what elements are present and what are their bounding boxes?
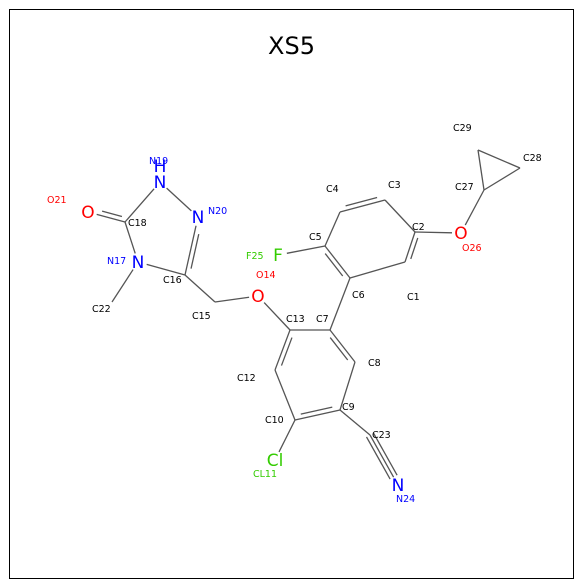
atom-label-C13: C13 [286, 314, 305, 325]
diagram-frame: XS5 [9, 9, 574, 579]
bond-C7-C8 [329, 329, 356, 363]
bond-C23-N24 [365, 432, 398, 480]
atom-label-O21: O21 [47, 195, 67, 206]
bond-C2-O26 [414, 231, 453, 234]
bond-C6-C1 [349, 261, 406, 279]
atom-label-C28: C28 [523, 153, 542, 164]
bond-C18-N17 [124, 221, 136, 254]
atom-symbol-N17: N [132, 253, 145, 273]
bond-C4-C5 [324, 211, 341, 247]
bond-C8-C9 [339, 361, 356, 411]
atom-label-C22: C22 [92, 304, 111, 315]
atom-label-C29: C29 [453, 123, 472, 134]
bond-C12-C13 [274, 329, 293, 371]
bond-N20-N19 [166, 187, 192, 212]
bond-C6-C7 [329, 277, 351, 331]
bond-O26-C27 [464, 189, 485, 226]
bond-C29-C27 [477, 149, 485, 191]
atom-symbol-N24: N [392, 476, 405, 496]
bond-C5-C6 [324, 245, 351, 279]
bond-C10-CL11 [278, 419, 296, 453]
atom-label-N17: N17 [107, 256, 126, 267]
atom-label-C1: C1 [407, 292, 420, 303]
atom-symbol-N20: N [192, 208, 205, 228]
bond-C18-O21 [96, 210, 126, 223]
atom-label-O14: O14 [256, 270, 276, 281]
atom-symbol-F25: F [273, 246, 283, 266]
atom-symbol-O21: O [81, 203, 94, 223]
bond-N17-C22 [111, 269, 134, 303]
bond-N17-C16 [146, 263, 186, 276]
bond-C9-C10 [294, 406, 341, 421]
atom-label-C10: C10 [265, 415, 284, 426]
atom-symbol-O26: O [454, 224, 467, 244]
bond-C27-C28 [483, 167, 521, 191]
molecule-title: XS5 [268, 32, 315, 60]
bond-C13-O14 [263, 302, 291, 331]
bond-C5-F25 [286, 245, 326, 254]
bond-C3-C4 [339, 196, 386, 213]
bond-C10-C12 [274, 369, 296, 421]
atom-label-C4: C4 [326, 184, 339, 195]
atom-label-C15: C15 [192, 311, 211, 322]
atom-label-C27: C27 [455, 182, 474, 193]
bond-C28-C29 [477, 149, 521, 169]
atom-label-C6: C6 [352, 290, 365, 301]
bond-C1-C2 [404, 231, 419, 263]
atom-label-C2: C2 [412, 222, 425, 233]
atom-label-C7: C7 [316, 314, 329, 325]
bond-C9-C23 [339, 409, 371, 436]
atom-label-C18: C18 [128, 218, 147, 229]
atom-symbol-CL11: Cl [267, 451, 284, 471]
bond-O14-C15 [214, 296, 250, 303]
atom-label-N24: N24 [396, 494, 415, 505]
atom-label-C9: C9 [342, 402, 355, 413]
atom-label-CL11: CL11 [253, 469, 277, 480]
atom-label-N20: N20 [208, 206, 227, 217]
atom-label-C12: C12 [237, 373, 256, 384]
atom-symbol-N19: H [154, 157, 167, 177]
atom-label-C23: C23 [372, 430, 391, 441]
bond-C2-C3 [384, 199, 416, 233]
atom-label-O26: O26 [462, 243, 482, 254]
atom-label-C8: C8 [368, 358, 381, 369]
atom-label-C3: C3 [388, 180, 401, 191]
bond-C15-C16 [184, 274, 216, 303]
atom-symbol-N19: N [154, 173, 167, 193]
atom-symbol-O14: O [251, 287, 264, 307]
bond-N19-C18 [124, 188, 155, 223]
atom-label-C5: C5 [309, 232, 322, 243]
atom-label-C16: C16 [163, 275, 182, 286]
bond-C16-N20 [184, 225, 200, 276]
atom-label-N19: N19 [149, 156, 168, 167]
atom-label-F25: F25 [246, 251, 264, 262]
